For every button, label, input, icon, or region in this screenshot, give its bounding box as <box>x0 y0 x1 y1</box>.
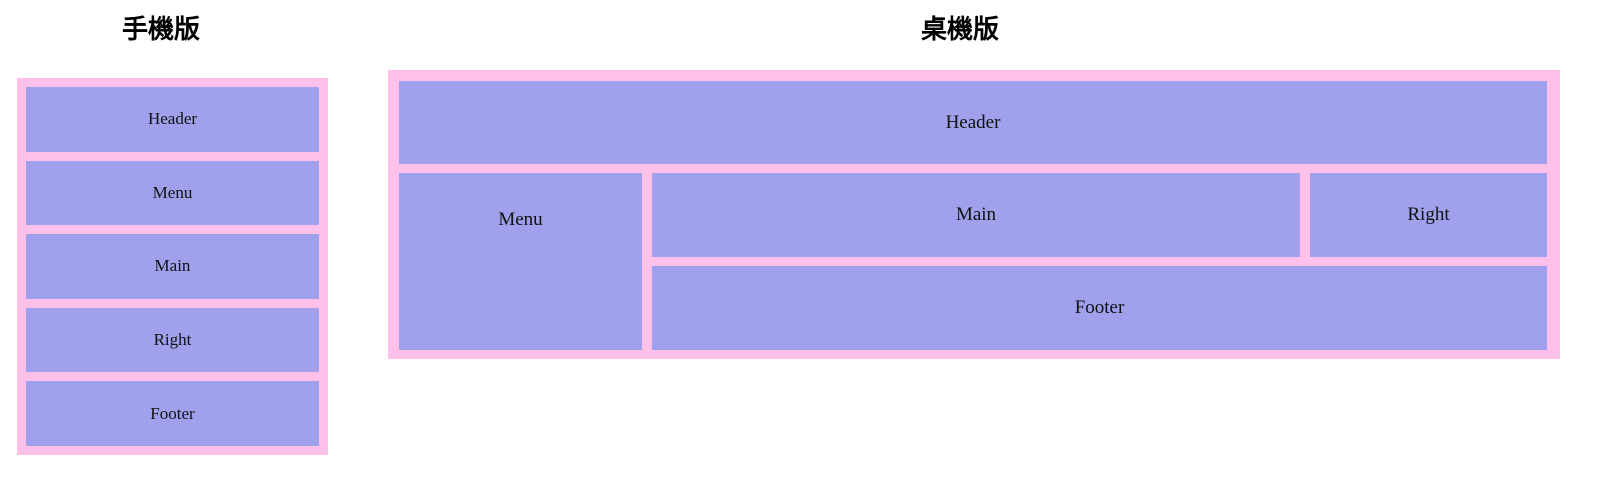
mobile-layout-title: 手機版 <box>122 15 201 45</box>
desktop-region-menu: Menu <box>399 173 642 350</box>
desktop-region-footer: Footer <box>652 266 1547 350</box>
desktop-region-main: Main <box>652 173 1300 257</box>
desktop-wireframe-container: Header Menu Main Right Footer <box>388 70 1560 359</box>
desktop-region-header: Header <box>399 81 1547 164</box>
mobile-region-main: Main <box>26 234 319 299</box>
desktop-layout-title: 桌機版 <box>921 15 1000 45</box>
mobile-region-menu: Menu <box>26 160 319 226</box>
mobile-region-header: Header <box>26 87 319 152</box>
desktop-region-right: Right <box>1310 173 1547 257</box>
mobile-region-footer: Footer <box>26 381 319 446</box>
mobile-region-right: Right <box>26 307 319 373</box>
mobile-wireframe-container: Header Menu Main Right Footer <box>17 78 328 455</box>
